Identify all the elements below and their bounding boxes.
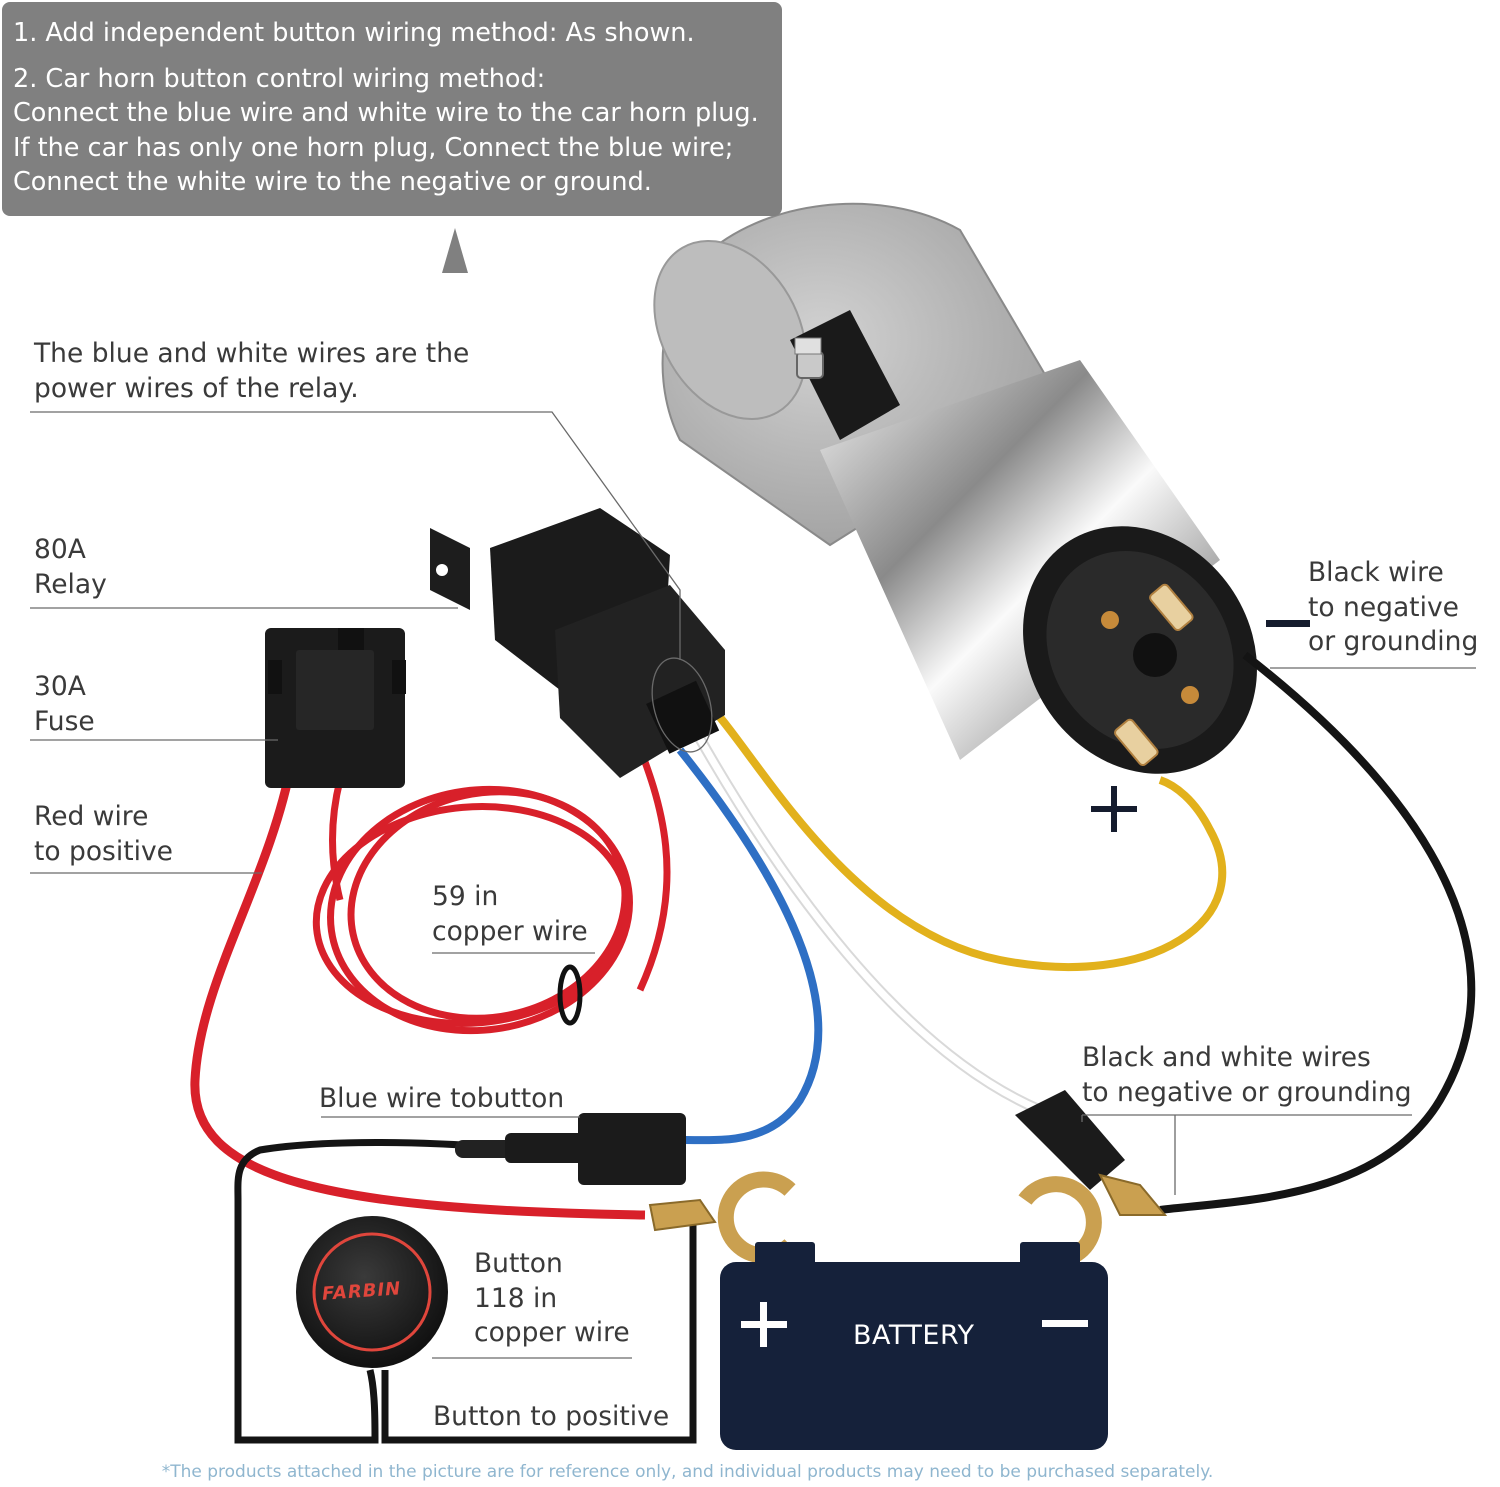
label-line: power wires of the relay.: [34, 372, 359, 404]
instruction-item-2-title: 2. Car horn button control wiring method…: [13, 63, 546, 94]
label-button: Button 118 in copper wire: [474, 1247, 630, 1351]
instruction-item-2-line: If the car has only one horn plug, Conne…: [13, 132, 734, 163]
battery: [720, 1242, 1108, 1450]
relay: [430, 508, 725, 778]
label-line: Relay: [34, 568, 107, 600]
black-wire-horn: [1159, 651, 1476, 1214]
push-button: [296, 1216, 448, 1368]
minus-icon: [1042, 1320, 1088, 1327]
horn-minus-icon: [1266, 620, 1310, 627]
label-line: 59 in: [432, 881, 499, 912]
yellow-wire: [709, 705, 1227, 972]
black-wire-button: [234, 1139, 531, 1444]
fuse-holder: [265, 628, 406, 788]
button-connector: [455, 1113, 686, 1185]
label-line: Black and white wires: [1082, 1042, 1371, 1073]
instruction-item-2-line: Connect the white wire to the negative o…: [13, 167, 652, 197]
instruction-box: 1. Add independent button wiring method:…: [2, 2, 782, 216]
leader-lines: [30, 411, 1476, 1359]
label-power-wires: The blue and white wires are the power w…: [34, 337, 469, 406]
plus-icon: [741, 1302, 787, 1347]
label-line: Black wire: [1308, 557, 1444, 588]
label-line: to negative: [1308, 591, 1459, 623]
label-line: to positive: [34, 835, 173, 867]
label-blue-to-button: Blue wire tobutton: [319, 1083, 565, 1114]
ground-connector: [1015, 1090, 1168, 1216]
label-line: copper wire: [474, 1317, 630, 1348]
label-line: 30A: [34, 671, 86, 702]
label-relay: 80A Relay: [34, 533, 107, 602]
label-copper-59: 59 in copper wire: [432, 880, 588, 949]
label-line: to negative or grounding: [1082, 1076, 1412, 1108]
label-black-white-wires: Black and white wires to negative or gro…: [1082, 1041, 1412, 1110]
pointer-triangle-icon: [442, 228, 468, 273]
instruction-item-2-line: Connect the blue wire and white wire to …: [13, 98, 759, 128]
label-button-to-positive: Button to positive: [433, 1401, 670, 1432]
label-black-wire: Black wire to negative or grounding: [1308, 556, 1478, 660]
horn-plus-icon: [1091, 786, 1137, 832]
label-line: or grounding: [1308, 626, 1479, 657]
instruction-item-1: 1. Add independent button wiring method:…: [13, 18, 695, 48]
label-line: Fuse: [34, 705, 95, 737]
label-line: The blue and white wires are the: [34, 338, 470, 369]
label-line: copper wire: [432, 915, 588, 947]
label-line: Button: [474, 1248, 563, 1279]
label-line: 118 in: [474, 1282, 558, 1314]
footnote: *The products attached in the picture ar…: [161, 1462, 1214, 1482]
battery-label: BATTERY: [853, 1320, 975, 1351]
label-line: 80A: [34, 534, 86, 565]
white-wire: [691, 728, 1042, 1114]
label-red-wire: Red wire to positive: [34, 800, 173, 869]
horn: [653, 202, 1257, 774]
red-wire-positive: [190, 759, 646, 1220]
label-line: Red wire: [34, 801, 149, 832]
blue-wire: [676, 747, 823, 1145]
label-fuse: 30A Fuse: [34, 670, 95, 739]
